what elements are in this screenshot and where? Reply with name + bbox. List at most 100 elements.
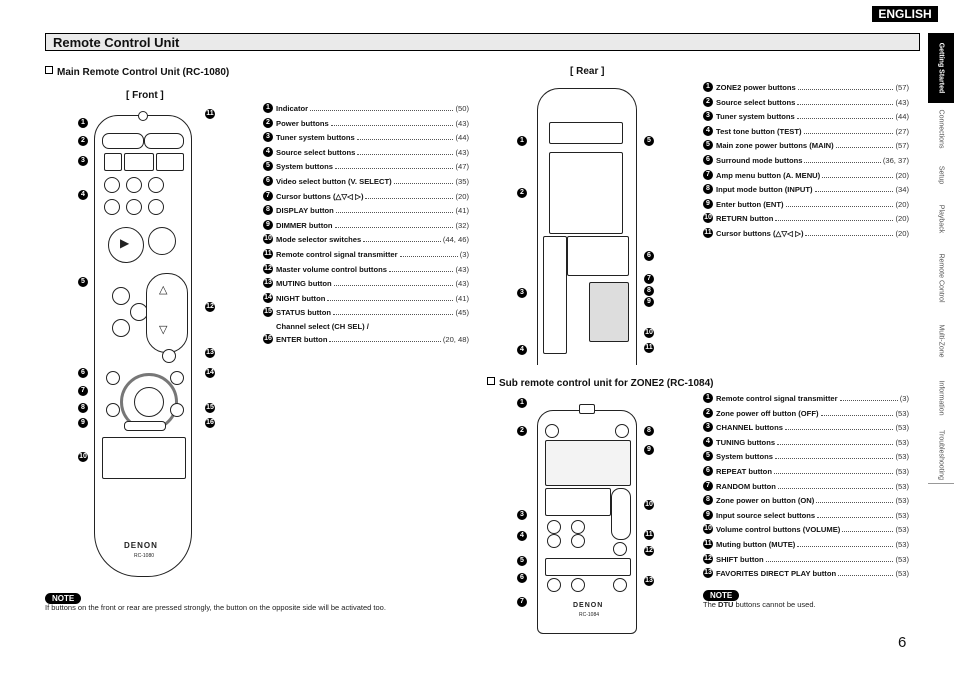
- item-label: Channel select (CH SEL) /: [276, 322, 369, 331]
- item-page-ref: (43): [455, 118, 469, 128]
- section-title: Remote Control Unit: [53, 35, 180, 50]
- item-label: Indicator: [276, 104, 309, 113]
- item-number-badge: 11: [703, 539, 713, 549]
- sub-callout-10: 10: [644, 500, 654, 510]
- item-number-badge: 10: [703, 524, 713, 535]
- section-title-bar: Remote Control Unit: [45, 33, 920, 51]
- leader-dots: [399, 256, 458, 257]
- front-remote-brand: DENON: [124, 541, 158, 550]
- system-btn-3: [112, 319, 130, 337]
- item-number-badge: 3: [263, 132, 273, 143]
- item-number-badge: 9: [703, 198, 713, 209]
- leader-dots: [329, 341, 441, 342]
- sidebar-tab-connections[interactable]: Connections: [928, 103, 954, 156]
- item-label: System buttons: [716, 452, 773, 462]
- volume-down-icon: ▽: [159, 324, 168, 336]
- item-number-badge: 7: [703, 480, 713, 491]
- item-label: Test tone button (TEST): [716, 126, 802, 136]
- leader-dots: [356, 139, 454, 141]
- rear-callout-2: 2: [517, 188, 527, 198]
- rear-callout-11: 11: [644, 343, 654, 353]
- item-label: Tuner system buttons: [276, 133, 355, 143]
- sub-mute-btn-icon: [613, 542, 627, 556]
- main-remote-heading: Main Remote Control Unit (RC-1080): [45, 66, 229, 78]
- sidebar-tab-multi-zone[interactable]: Multi-Zone: [928, 313, 954, 370]
- item-page-ref: (41): [455, 293, 469, 303]
- callout-16: 16: [205, 418, 215, 428]
- leader-dots: [393, 183, 454, 184]
- play-button-icon: [108, 227, 144, 263]
- item-page-ref: (20): [895, 229, 909, 238]
- item-page-ref: (3): [899, 394, 909, 403]
- source-btn-1: [104, 177, 120, 193]
- item-page-ref: (20): [895, 199, 909, 209]
- item-number-badge: 12: [703, 553, 713, 564]
- item-page-ref: (53): [895, 481, 909, 491]
- v-select-btn-icon: [106, 371, 120, 385]
- item-page-ref: (3): [459, 250, 469, 259]
- item-page-ref: (20): [455, 191, 469, 201]
- item-page-ref: (53): [895, 467, 909, 476]
- item-page-ref: (44): [895, 112, 909, 122]
- item-page-ref: (57): [895, 83, 909, 92]
- item-second-line: ENTER button(20, 48): [276, 335, 469, 344]
- leader-dots: [334, 168, 454, 170]
- sidebar-tab-getting-started[interactable]: Getting Started: [928, 33, 954, 104]
- leader-dots: [838, 575, 894, 577]
- item-number-badge: 7: [703, 169, 713, 180]
- sidebar-tab-setup[interactable]: Setup: [928, 155, 954, 196]
- leader-dots: [777, 443, 894, 445]
- item-label: ZONE2 power buttons: [716, 83, 796, 92]
- leader-dots: [816, 502, 894, 504]
- sidebar-tab-information[interactable]: Information: [928, 369, 954, 428]
- callout-10: 10: [78, 452, 88, 462]
- item-label: Tuner system buttons: [716, 112, 795, 122]
- item-page-ref: (44, 46): [442, 235, 469, 245]
- item-page-ref: (53): [895, 554, 909, 564]
- item-page-ref: (53): [895, 408, 909, 418]
- sidebar-tab-remote-control[interactable]: Remote Control: [928, 243, 954, 314]
- rear-remote-illustration: [515, 86, 660, 366]
- item-label: Volume control buttons (VOLUME): [716, 525, 841, 535]
- main-note: NOTE: [45, 588, 82, 606]
- sub-callout-11: 11: [644, 530, 654, 540]
- callout-8: 8: [78, 403, 88, 413]
- callout-11: 11: [205, 109, 215, 119]
- item-label: Remote control signal transmitter: [716, 394, 838, 403]
- sub-callout-9: 9: [644, 445, 654, 455]
- leader-dots: [822, 176, 894, 178]
- sidebar-tab-troubleshooting[interactable]: Troubleshooting: [928, 427, 954, 484]
- leader-dots: [765, 560, 894, 562]
- item-label: Cursor buttons (△▽◁ ▷): [276, 191, 364, 201]
- item-label: Muting button (MUTE): [716, 540, 796, 549]
- sub-remote-model: RC-1084: [579, 612, 600, 618]
- callout-2: 2: [78, 136, 88, 146]
- cursor-cross: [589, 282, 629, 342]
- sub-remote-heading-text: Sub remote control unit for ZONE2 (RC-10…: [499, 378, 714, 389]
- note-badge: NOTE: [45, 593, 82, 604]
- item-number-badge: 4: [263, 146, 273, 157]
- sidebar-tab-label: Multi-Zone: [937, 324, 945, 358]
- sub-callout-2: 2: [517, 426, 527, 436]
- item-number-badge: 1: [703, 82, 713, 92]
- callout-5: 5: [78, 277, 88, 287]
- item-number-badge: 6: [703, 155, 713, 165]
- item-number-badge: 1: [703, 393, 713, 403]
- sidebar-tab-playback[interactable]: Playback: [928, 195, 954, 244]
- item-number-badge: 11: [263, 249, 273, 259]
- tuner-button: [104, 153, 122, 171]
- sidebar-tab-label: Playback: [937, 204, 945, 234]
- leader-dots: [842, 531, 894, 533]
- sidebar-tab-label: Setup: [937, 165, 945, 185]
- indicator-icon: [138, 111, 148, 121]
